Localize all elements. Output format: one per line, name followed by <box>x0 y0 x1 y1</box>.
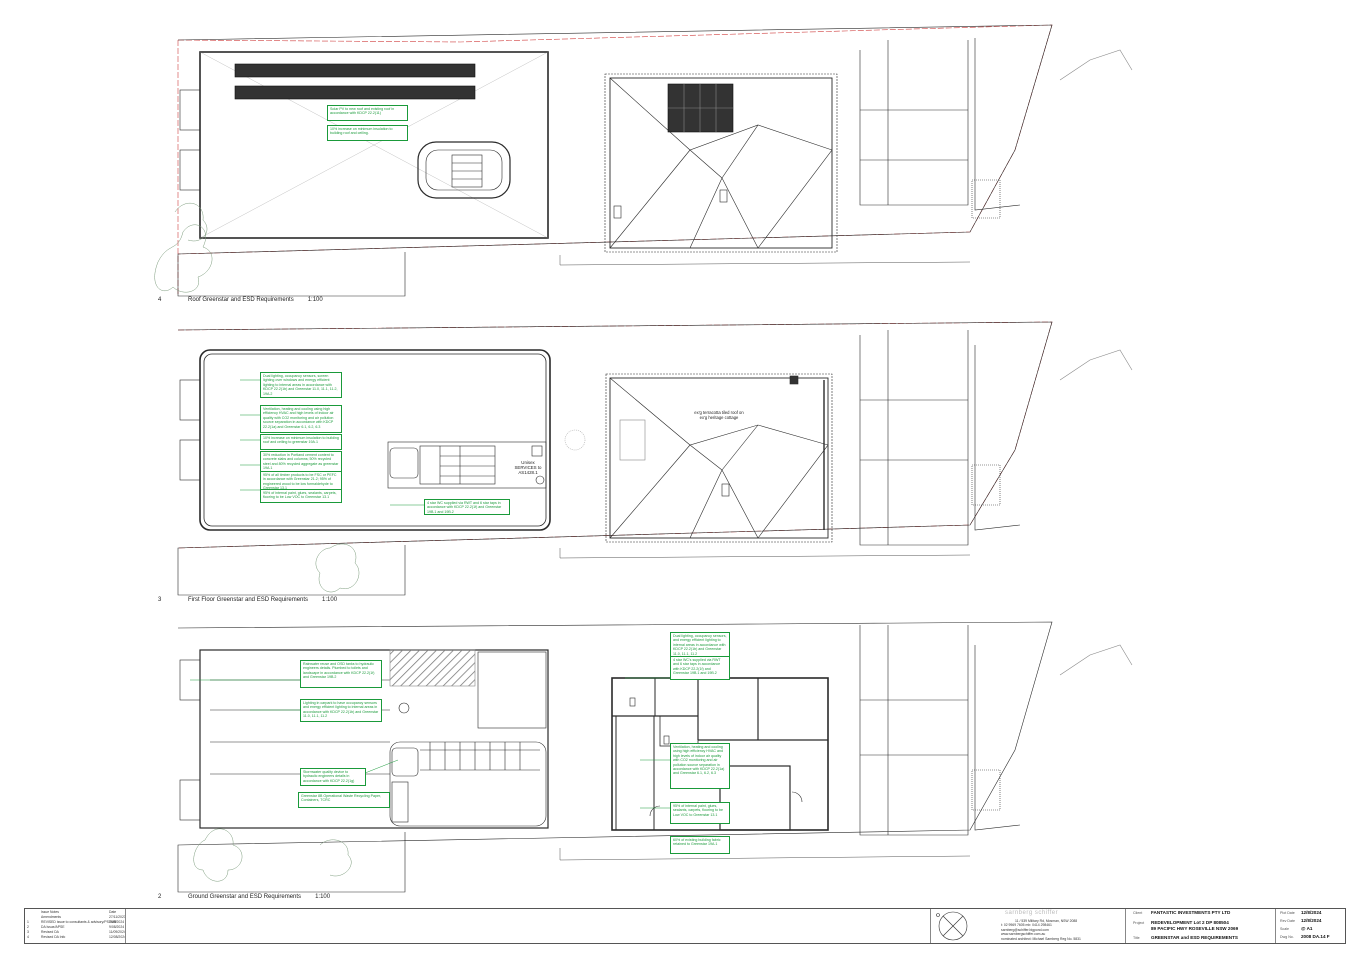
client-key: Client <box>1133 911 1143 915</box>
title-key: Title <box>1133 936 1140 940</box>
carpark <box>199 649 549 829</box>
plan-number: 3 <box>158 597 162 603</box>
rev-date: 12/8/2024 <box>1301 918 1322 923</box>
plan-number: 2 <box>158 894 162 900</box>
esd-note: Lighting in carpark to have occupancy se… <box>300 699 382 722</box>
revision-desc: REVISED issue to consultants & advisory/… <box>41 920 117 924</box>
revision-date: 11/09/2024 <box>109 930 126 934</box>
first-floor-core <box>387 441 547 489</box>
project-line-1: REDEVELOPMENT Lot 2 DP 808504 <box>1151 920 1229 925</box>
solar-pv-array <box>234 63 476 78</box>
esd-note: 60% of existing building fabric retained… <box>670 836 730 854</box>
esd-note: 10% increase on minimum insulation to bu… <box>327 125 408 141</box>
plan-title-ground-floor: 2 Ground Greenstar and ESD Requirements 1:… <box>158 894 330 900</box>
osd-tank-hatch <box>389 649 476 687</box>
first-floor-plan <box>177 321 1133 596</box>
esd-note: Greenstar 8B Operational Waste Recycling… <box>298 792 390 808</box>
first-floor-slab <box>199 349 551 531</box>
firm-phone: t: 02 9969 7605 mb: 0414 298461 <box>1001 923 1052 927</box>
plan-title-first-floor: 3 First Floor Greenstar and ESD Requireme… <box>158 597 337 603</box>
esd-note: Stormwater quality device to hydraulic e… <box>300 768 366 786</box>
revision-rev: 1 <box>27 920 29 924</box>
scale-key: Scale <box>1280 927 1289 931</box>
firm-logo: sarnberg schiffer <box>1005 910 1059 916</box>
firm-website: www.sarnbergschiffer.com.au <box>1001 932 1046 936</box>
revision-date: 12/08/2024 <box>109 935 126 939</box>
revision-rev: 3 <box>27 930 29 934</box>
firm-email: sarnberg@schiffer.bigpond.com <box>1001 928 1049 932</box>
plot-date-key: Plot Date <box>1280 911 1295 915</box>
esd-note: 95% of internal paint, glues, sealants, … <box>670 802 730 824</box>
plan-scale: 1:100 <box>315 894 331 900</box>
revision-header-date: Date <box>109 910 117 914</box>
revision-date: 7/08/2024 <box>109 920 125 924</box>
esd-note: Solar PV to new roof and existing roof i… <box>327 105 408 121</box>
drawing-number: 2008 DA.14 F <box>1301 934 1330 939</box>
esd-note: Dual lighting, occupancy sensors, and en… <box>670 632 730 658</box>
plan-title: Ground Greenstar and ESD Requirements <box>188 894 302 900</box>
esd-note: 4 star WC's supplied via RWT and 6 star … <box>670 656 730 680</box>
cottage-roof <box>609 77 833 249</box>
client-name: FANTASTIC INVESTMENTS PTY LTD <box>1151 910 1231 915</box>
revision-desc: Revised DA Info <box>41 935 66 939</box>
plan-title: Roof Greenstar and ESD Requirements <box>188 297 294 303</box>
services-label: Unisex SERVICES to AS1428.1 <box>514 460 542 475</box>
project-key: Project <box>1133 921 1145 925</box>
esd-note: 30% reduction in Portland cement content… <box>260 451 342 472</box>
revision-rev: 2 <box>27 925 29 929</box>
esd-note: 95% of internal paint, glues, sealants, … <box>260 489 342 503</box>
revision-date: 27/11/2023 <box>109 915 126 919</box>
esd-note: 95% of all timber products to be FSC or … <box>260 471 342 490</box>
title-block: Issue Notes Date Amendments 27/11/2023 1… <box>24 908 1346 944</box>
plan-title-roof: 4 Roof Greenstar and ESD Requirements 1:10… <box>158 297 323 303</box>
revision-desc: DA Issue/APSE <box>41 925 65 929</box>
plan-scale: 1:100 <box>322 597 338 603</box>
dwg-key: Dwg No. <box>1280 935 1294 939</box>
revision-rev: 4 <box>27 935 29 939</box>
esd-note: Ventilation, heating and cooling using h… <box>670 743 730 789</box>
esd-note: 4 star WC supplied via RWT and 6 star ta… <box>424 499 510 515</box>
cottage-roof-label: ex'g terracotta tiled roof on ex'g herit… <box>694 410 744 420</box>
ground-core <box>389 741 547 827</box>
project-line-2: 89 PACIFIC HWY ROSEVILLE NSW 2069 <box>1151 926 1239 931</box>
plan-title: First Floor Greenstar and ESD Requiremen… <box>188 597 309 603</box>
revision-header-desc: Issue Notes <box>41 910 59 914</box>
roof-plan <box>154 24 1133 297</box>
cottage-roof-first <box>609 377 829 539</box>
new-building-roof <box>199 51 549 239</box>
revision-desc: Amendments <box>41 915 61 919</box>
roof-core <box>417 141 511 199</box>
plan-scale: 1:100 <box>307 297 323 303</box>
esd-note: 10% increase on minimum insulation to bu… <box>260 434 342 450</box>
sheet-scale: @ A1 <box>1301 926 1313 931</box>
rev-date-key: Rev Date <box>1280 919 1295 923</box>
esd-note: Ventilation, heating and cooling using h… <box>260 405 342 433</box>
firm-architect: nominated architect: Michael Sarnberg Re… <box>1001 937 1081 941</box>
revision-date: 9/08/2024 <box>109 925 125 929</box>
north-arrow-icon <box>936 911 968 941</box>
plan-number: 4 <box>158 297 162 303</box>
esd-note: Rainwater reuse and OSD tanks to hydraul… <box>300 660 382 688</box>
firm-address: 11 / 539 Military Rd, Mosman, NSW 2088 <box>1015 919 1078 923</box>
plot-date: 12/8/2024 <box>1301 910 1322 915</box>
revision-desc: Revised DA <box>41 930 59 934</box>
drawing-title: GREENSTAR and ESD REQUIREMENTS <box>1151 935 1238 940</box>
esd-note: Dual lighting, occupancy sensors, screen… <box>260 372 342 398</box>
revision-table: Issue Notes Date Amendments 27/11/2023 1… <box>25 909 126 943</box>
